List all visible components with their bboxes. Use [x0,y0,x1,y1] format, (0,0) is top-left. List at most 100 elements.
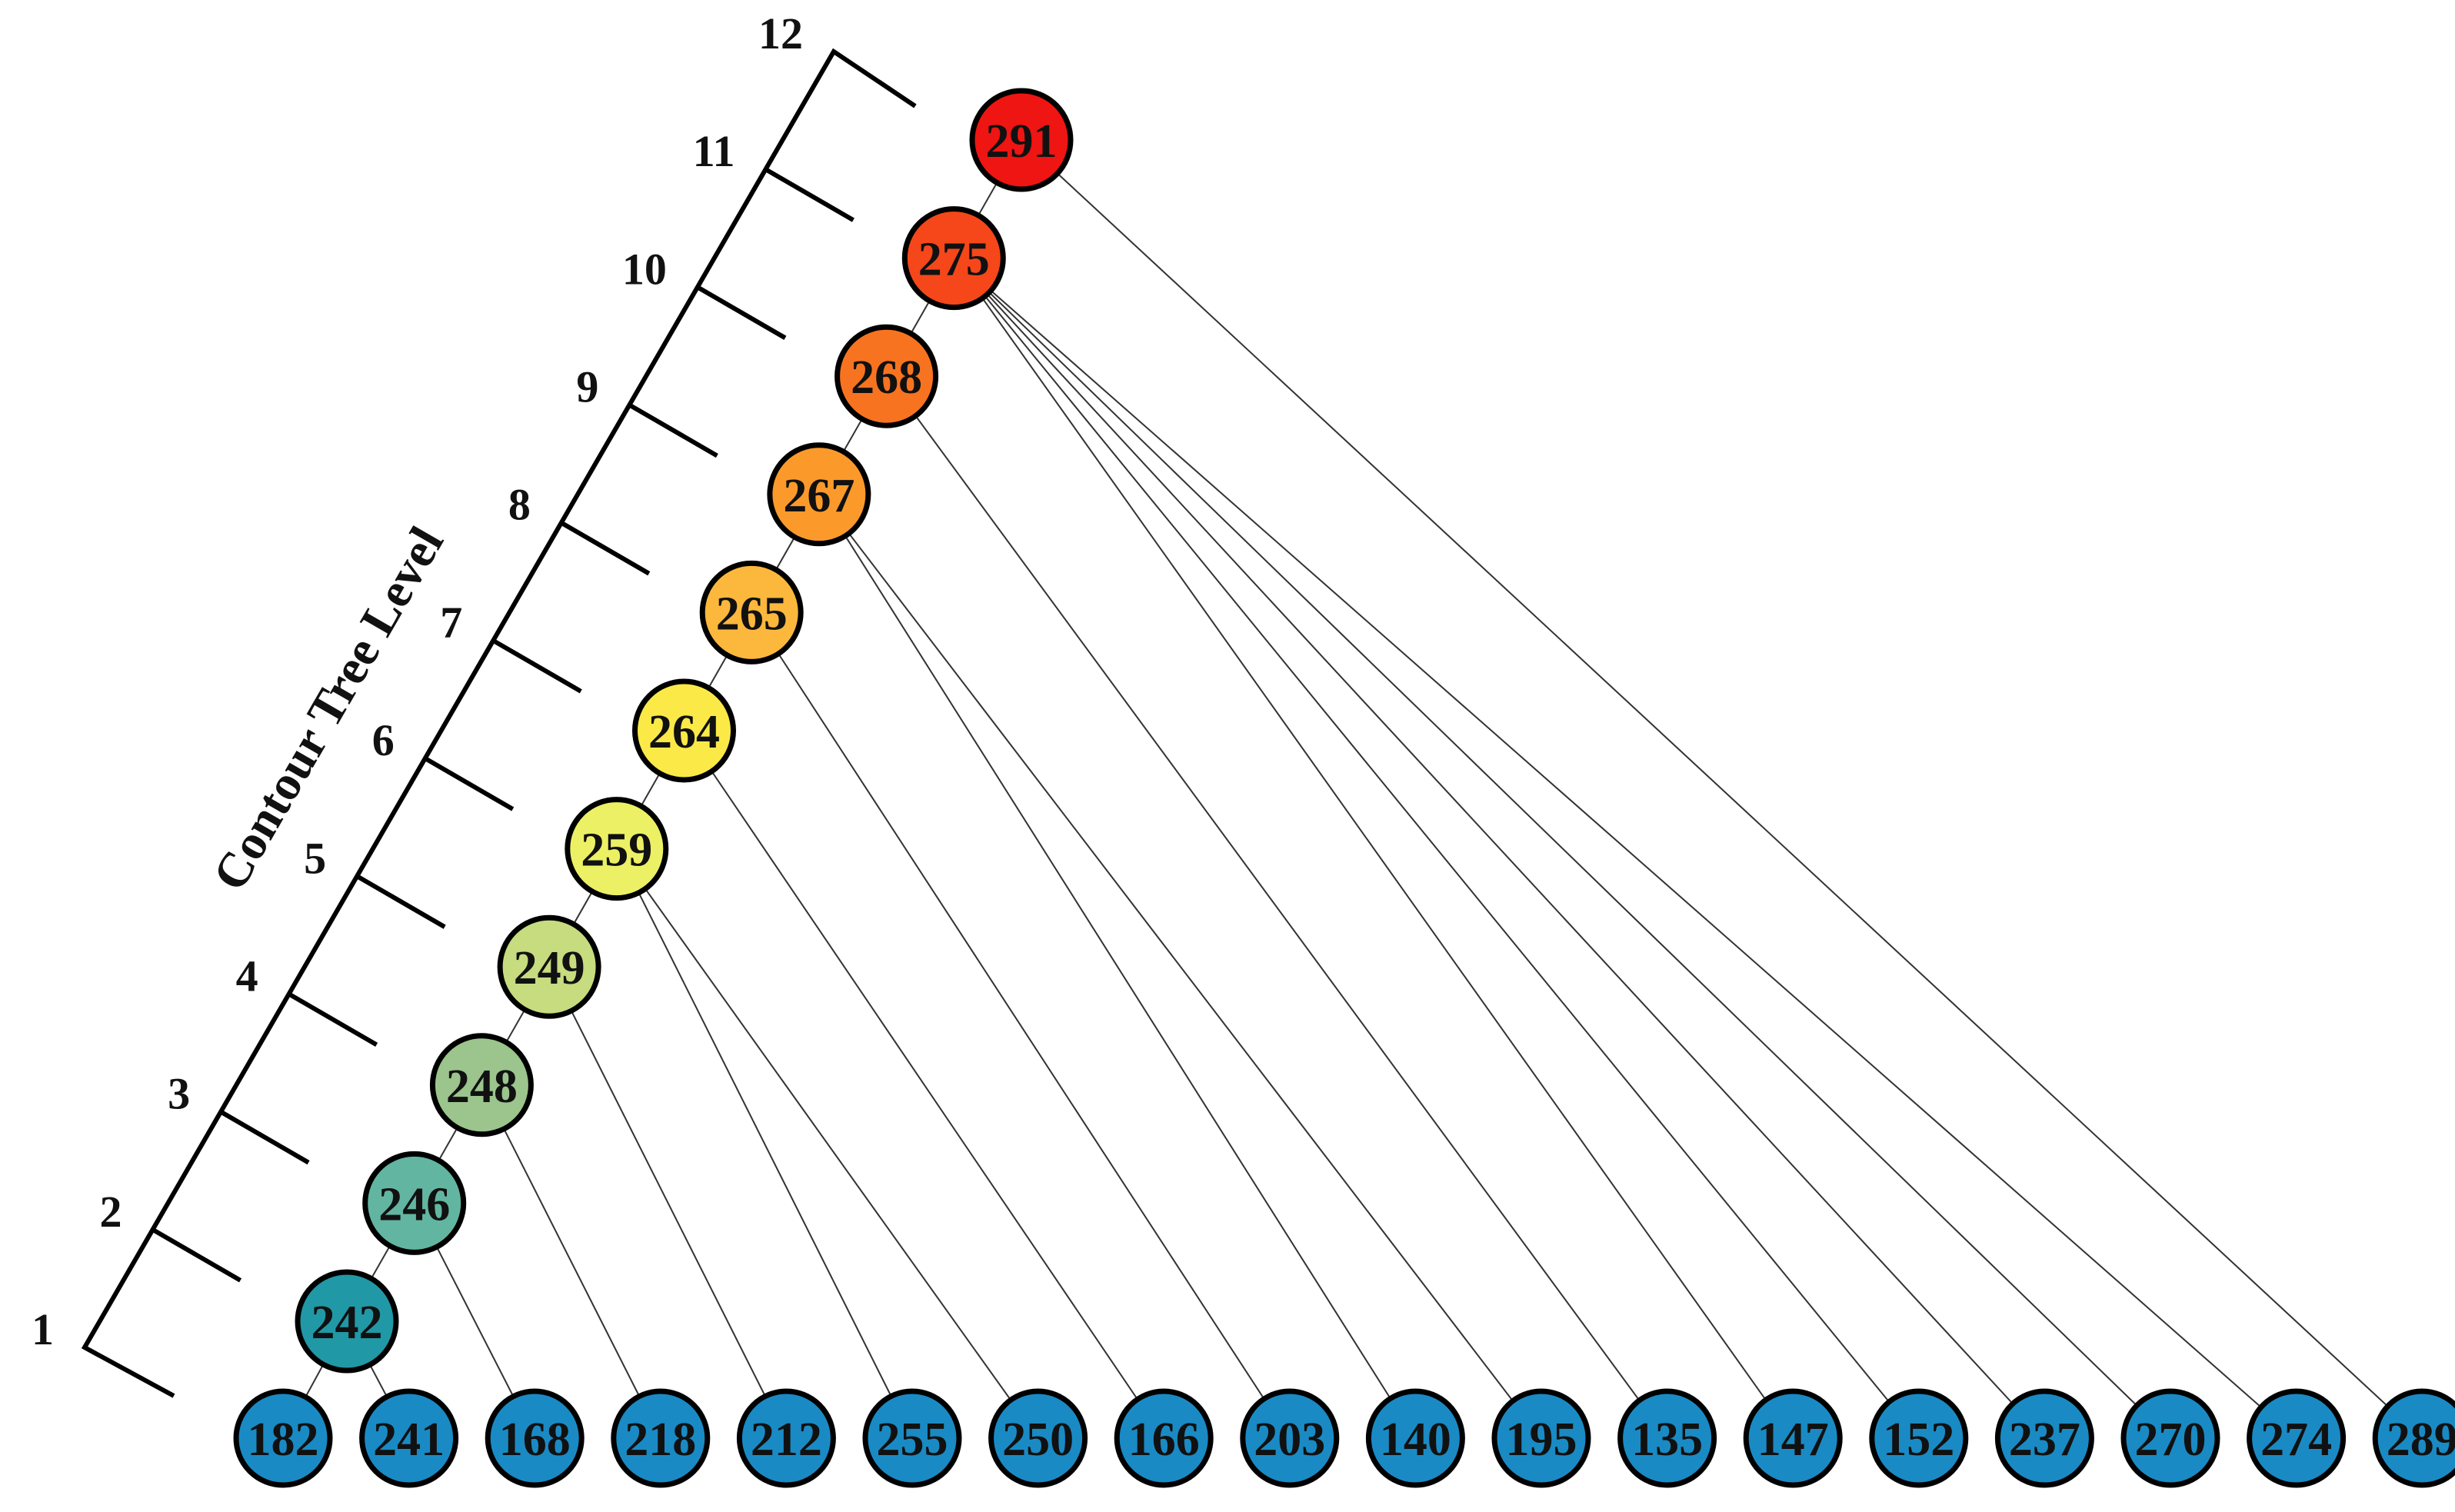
tree-node-label: 267 [783,470,854,522]
axis-tick-5 [355,874,446,929]
axis-spine [81,48,917,1398]
axis-title: Contour Tree Level [202,518,455,899]
leaf-node: 250 [988,1388,1088,1488]
axis-tick-8 [560,521,651,576]
tree-node: 249 [497,914,601,1019]
leaf-edge [953,257,1920,1439]
leaf-node-label: 270 [2135,1414,2207,1466]
leaf-node-circle [2120,1388,2220,1488]
leaf-edge [953,257,2171,1439]
leaf-edge [751,611,1291,1439]
leaf-node-circle [1240,1388,1340,1488]
leaf-node-circle [485,1388,585,1488]
edges-layer [282,139,2423,1439]
axis-tick-4 [288,991,378,1047]
axis-tick-label: 3 [168,1069,190,1119]
leaf-node-label: 212 [751,1414,822,1466]
axis-tick-label: 8 [508,480,531,530]
tree-node-circle [295,1269,399,1374]
leaf-node-circle [233,1388,333,1488]
tree-nodes: 242 246 248 249 259 264 265 267 268 275 291 [295,88,1074,1374]
axis-tick-2 [152,1227,242,1283]
leaf-node-circle [1743,1388,1843,1488]
leaf-node-circle [1491,1388,1591,1488]
leaf-edge [481,1084,661,1439]
tree-node-label: 264 [648,706,720,758]
leaf-node-label: 152 [1883,1414,1954,1466]
leaf-node: 237 [1994,1388,2094,1488]
tree-node-label: 291 [986,115,1058,168]
leaf-node: 195 [1491,1388,1591,1488]
axis-tick-11 [764,167,854,222]
leaf-node: 255 [862,1388,962,1488]
leaf-edge [818,494,1417,1439]
leaf-node-circle [2372,1388,2455,1488]
leaf-node-circle [862,1388,962,1488]
leaf-edge [953,257,2046,1439]
leaf-node: 182 [233,1388,333,1488]
leaf-edge [1021,139,2423,1439]
leaf-node: 212 [736,1388,836,1488]
leaf-edge [953,257,2297,1439]
tree-node-label: 248 [446,1061,518,1113]
axis-tick-7 [491,638,582,694]
tree-node-circle [699,560,804,664]
leaf-node-label: 289 [2387,1414,2455,1466]
tree-node-label: 246 [378,1178,450,1231]
leaf-node-circle [359,1388,459,1488]
axis-tick-label: 4 [236,951,258,1001]
leaf-node-circle [1617,1388,1717,1488]
leaf-node-circle [2247,1388,2347,1488]
axis-tick-label: 7 [440,598,462,648]
leaf-node-circle [988,1388,1088,1488]
leaf-node: 135 [1617,1388,1717,1488]
leaf-node-label: 166 [1128,1414,1200,1466]
leaf-node: 241 [359,1388,459,1488]
axis-tick-label: 2 [100,1187,122,1237]
leaf-edge [615,848,913,1439]
axis-tick-label: 5 [304,833,326,883]
tree-node-circle [834,324,939,428]
leaf-node-label: 147 [1757,1414,1829,1466]
tree-node-label: 265 [716,588,788,640]
tree-node-circle [969,88,1074,192]
leaf-node: 270 [2120,1388,2220,1488]
axis-tick-6 [424,756,515,811]
tree-node-circle [497,914,601,1019]
tree-node: 268 [834,324,939,428]
leaf-node-label: 255 [877,1414,948,1466]
leaf-node-circle [1994,1388,2094,1488]
leaf-node-label: 203 [1254,1414,1325,1466]
leaf-edge [683,730,1165,1439]
leaf-edge [818,494,1542,1439]
tree-node-label: 259 [581,824,652,877]
axis-tick-label: 1 [32,1304,54,1354]
leaf-node-label: 195 [1506,1414,1577,1466]
tree-node-label: 268 [851,351,922,404]
leaf-node-label: 218 [625,1414,696,1466]
leaf-node: 166 [1114,1388,1214,1488]
tree-node: 259 [565,797,669,901]
leaf-node: 168 [485,1388,585,1488]
tree-node-circle [767,442,871,547]
axis-tick-label: 10 [622,244,667,294]
leaf-node-circle [736,1388,836,1488]
tree-node: 264 [632,678,736,783]
tree-node: 275 [901,206,1006,311]
axis-tick-label: 12 [758,8,803,58]
leaf-node: 274 [2247,1388,2347,1488]
tree-node: 265 [699,560,804,664]
leaf-node-circle [1114,1388,1214,1488]
leaf-node: 140 [1365,1388,1465,1488]
leaf-node: 289 [2372,1388,2455,1488]
tree-node-circle [429,1033,534,1137]
tree-node-label: 242 [311,1297,383,1349]
axis-tick-label: 9 [576,362,598,412]
tree-node-circle [362,1151,467,1255]
tree-node: 242 [295,1269,399,1374]
leaf-edge [885,375,1668,1439]
leaf-nodes: 182 241 168 218 212 255 250 166 203 140 195 135 147 1… [233,1388,2455,1488]
leaf-node-circle [1869,1388,1969,1488]
